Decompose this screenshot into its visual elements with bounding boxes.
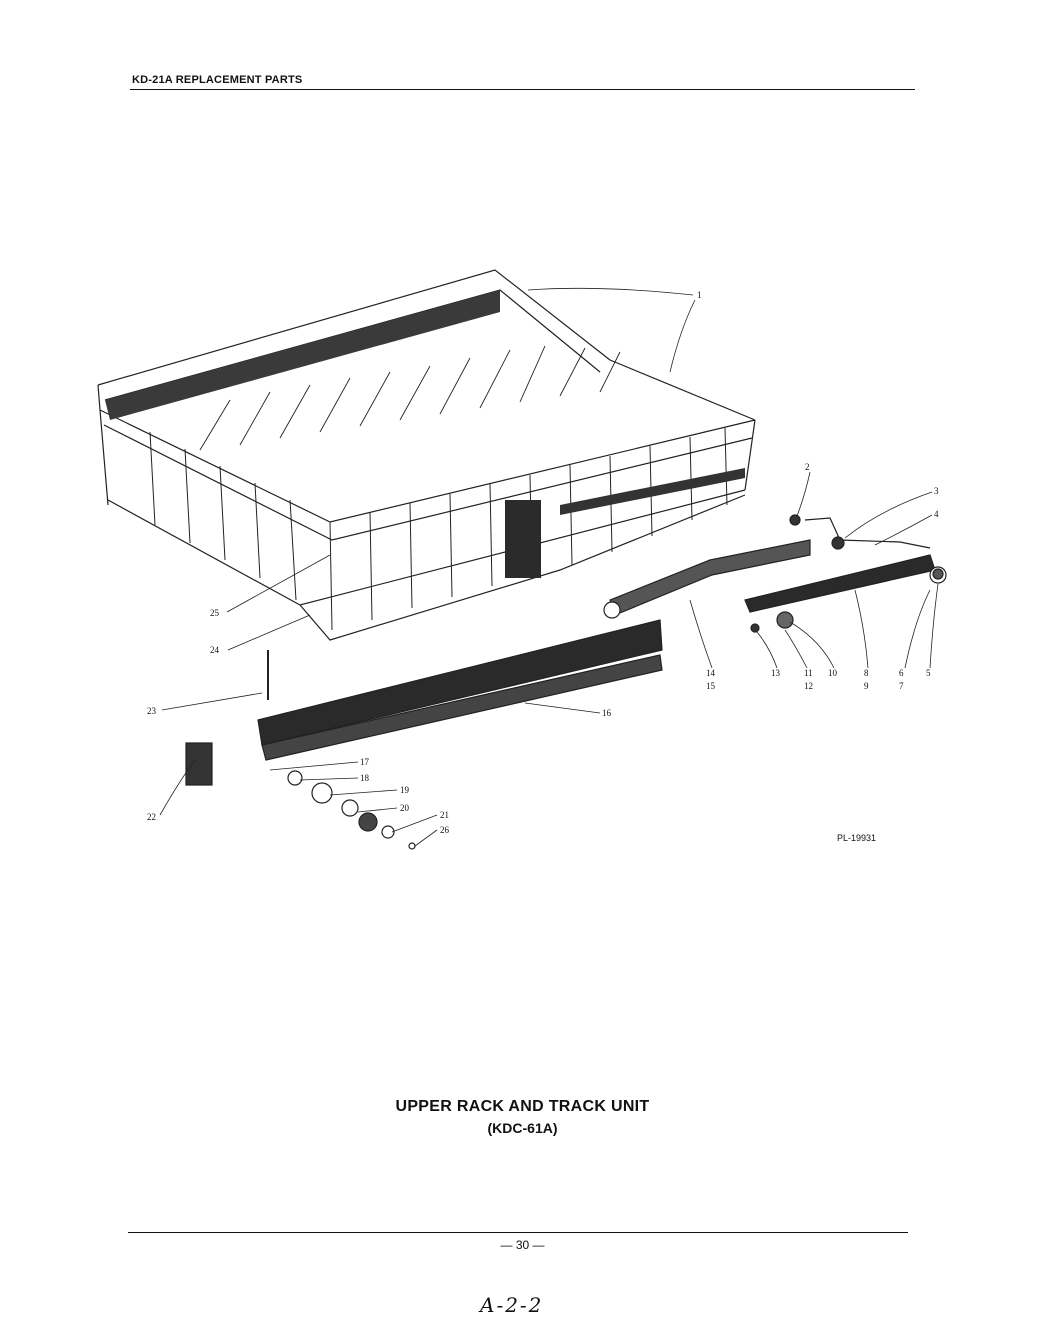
callout-16: 16 — [602, 708, 612, 718]
callout-26: 26 — [440, 825, 450, 835]
handwritten-note: A-2-2 — [480, 1293, 544, 1317]
page-header-title: KD-21A REPLACEMENT PARTS — [132, 74, 303, 86]
callout-24: 24 — [210, 645, 220, 655]
callout-6: 6 — [899, 668, 904, 678]
page-number: — 30 — — [500, 1238, 545, 1252]
plate-id: PL-19931 — [837, 833, 877, 843]
callout-5: 5 — [926, 668, 931, 678]
leader-lines — [159, 287, 939, 847]
callout-23: 23 — [147, 706, 157, 716]
callout-22: 22 — [147, 812, 156, 822]
callout-9: 9 — [864, 681, 869, 691]
callout-1: 1 — [697, 290, 702, 300]
rack-basket-illustration — [97, 269, 756, 641]
header-rule — [130, 89, 915, 90]
callout-11: 11 — [804, 668, 813, 678]
callout-12: 12 — [804, 681, 813, 691]
callout-21: 21 — [440, 810, 449, 820]
callout-25: 25 — [210, 608, 220, 618]
callout-18: 18 — [360, 773, 370, 783]
figure-caption-title: UPPER RACK AND TRACK UNIT — [395, 1098, 650, 1115]
callout-17: 17 — [360, 757, 370, 767]
callout-8: 8 — [864, 668, 869, 678]
callout-19: 19 — [400, 785, 410, 795]
footer-rule — [128, 1232, 908, 1233]
callout-numbers: 1 2 3 4 5 6 7 8 9 10 11 12 13 14 15 16 1… — [147, 290, 939, 835]
callout-13: 13 — [771, 668, 781, 678]
callout-4: 4 — [934, 509, 939, 519]
callout-15: 15 — [706, 681, 716, 691]
track-assembly-illustration — [185, 514, 947, 850]
callout-2: 2 — [805, 462, 810, 472]
callout-20: 20 — [400, 803, 410, 813]
callout-14: 14 — [706, 668, 716, 678]
callout-10: 10 — [828, 668, 838, 678]
figure-caption-model: (KDC-61A) — [487, 1120, 558, 1136]
callout-3: 3 — [934, 486, 939, 496]
callout-7: 7 — [899, 681, 904, 691]
